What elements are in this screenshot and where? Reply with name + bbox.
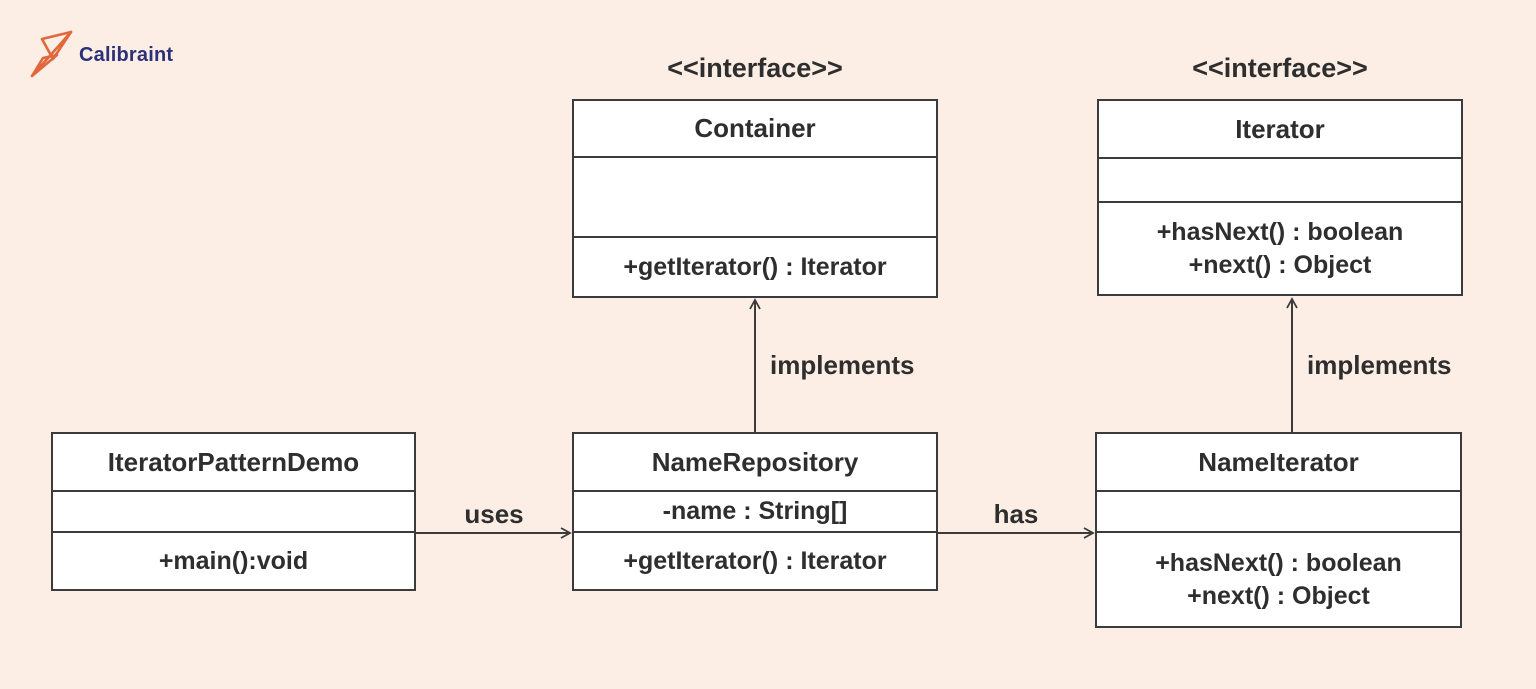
class-box-iterator: Iterator +hasNext() : boolean +next() : … [1097,99,1463,296]
calibraint-logo: Calibraint [28,30,173,80]
methods-section: +hasNext() : boolean +next() : Object [1099,201,1461,294]
class-box-container: Container +getIterator() : Iterator [572,99,938,298]
method-line: +next() : Object [1188,250,1372,279]
class-name: IteratorPatternDemo [107,446,360,477]
attributes-section [53,490,414,531]
attribute-line: -name : String[] [662,497,848,525]
relation-label-implements-container: implements [770,350,915,380]
attributes-section [574,156,936,236]
relation-label-implements-iterator: implements [1307,350,1452,380]
calibraint-logo-text: Calibraint [79,43,174,66]
methods-section: +getIterator() : Iterator [574,531,936,589]
class-name: NameRepository [651,446,859,477]
class-box-iteratorpatterndemo: IteratorPatternDemo +main():void [51,432,416,591]
methods-section: +main():void [53,531,414,589]
method-line: +next() : Object [1187,581,1370,610]
methods-section: +getIterator() : Iterator [574,236,936,296]
class-box-namerepository: NameRepository -name : String[] +getIter… [572,432,938,591]
relation-label-uses: uses [464,499,524,529]
relation-label-has: has [993,499,1039,529]
stereotype-label-container: <<interface>> [667,53,843,83]
class-name: Iterator [1235,113,1325,144]
method-line: +hasNext() : boolean [1155,548,1402,577]
method-line: +hasNext() : boolean [1156,217,1404,246]
method-line: +main():void [158,546,309,575]
class-name: Container [694,113,816,143]
class-box-nameiterator: NameIterator +hasNext() : boolean +next(… [1095,432,1462,628]
method-line: +getIterator() : Iterator [623,252,887,281]
method-line: +getIterator() : Iterator [623,546,887,575]
stereotype-label-iterator: <<interface>> [1192,53,1368,83]
attributes-section [1099,157,1461,201]
attributes-section [1097,490,1460,531]
attributes-section: -name : String[] [574,490,936,531]
methods-section: +hasNext() : boolean +next() : Object [1097,531,1460,626]
calibraint-logo-icon [30,30,73,78]
class-name: NameIterator [1198,446,1359,477]
